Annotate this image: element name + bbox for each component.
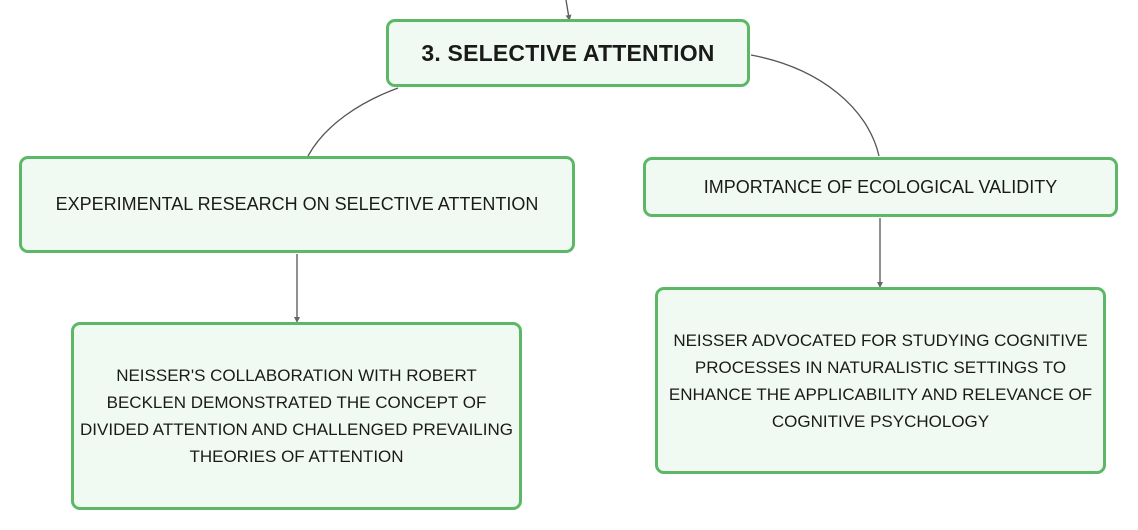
branch-node-experimental-research[interactable]: EXPERIMENTAL RESEARCH ON SELECTIVE ATTEN… [19,156,575,253]
branch-node-ecological-validity[interactable]: IMPORTANCE OF ECOLOGICAL VALIDITY [643,157,1118,217]
root-node-selective-attention[interactable]: 3. SELECTIVE ATTENTION [386,19,750,87]
leaf-node-neisser-becklen[interactable]: NEISSER'S COLLABORATION WITH ROBERT BECK… [71,322,522,510]
leaf-node-naturalistic-settings[interactable]: NEISSER ADVOCATED FOR STUDYING COGNITIVE… [655,287,1106,474]
root-node-label: 3. SELECTIVE ATTENTION [421,39,715,66]
connector-from-parent [565,0,572,21]
branch-node-label: IMPORTANCE OF ECOLOGICAL VALIDITY [703,176,1058,197]
leaf-node-label: NEISSER'S COLLABORATION WITH ROBERT BECK… [80,366,513,466]
branch-node-label: EXPERIMENTAL RESEARCH ON SELECTIVE ATTEN… [55,194,539,214]
leaf-node-label: NEISSER ADVOCATED FOR STUDYING COGNITIVE… [668,330,1093,431]
connector-root-to-right-branch [750,54,880,157]
connector-root-to-left-branch [307,87,399,157]
